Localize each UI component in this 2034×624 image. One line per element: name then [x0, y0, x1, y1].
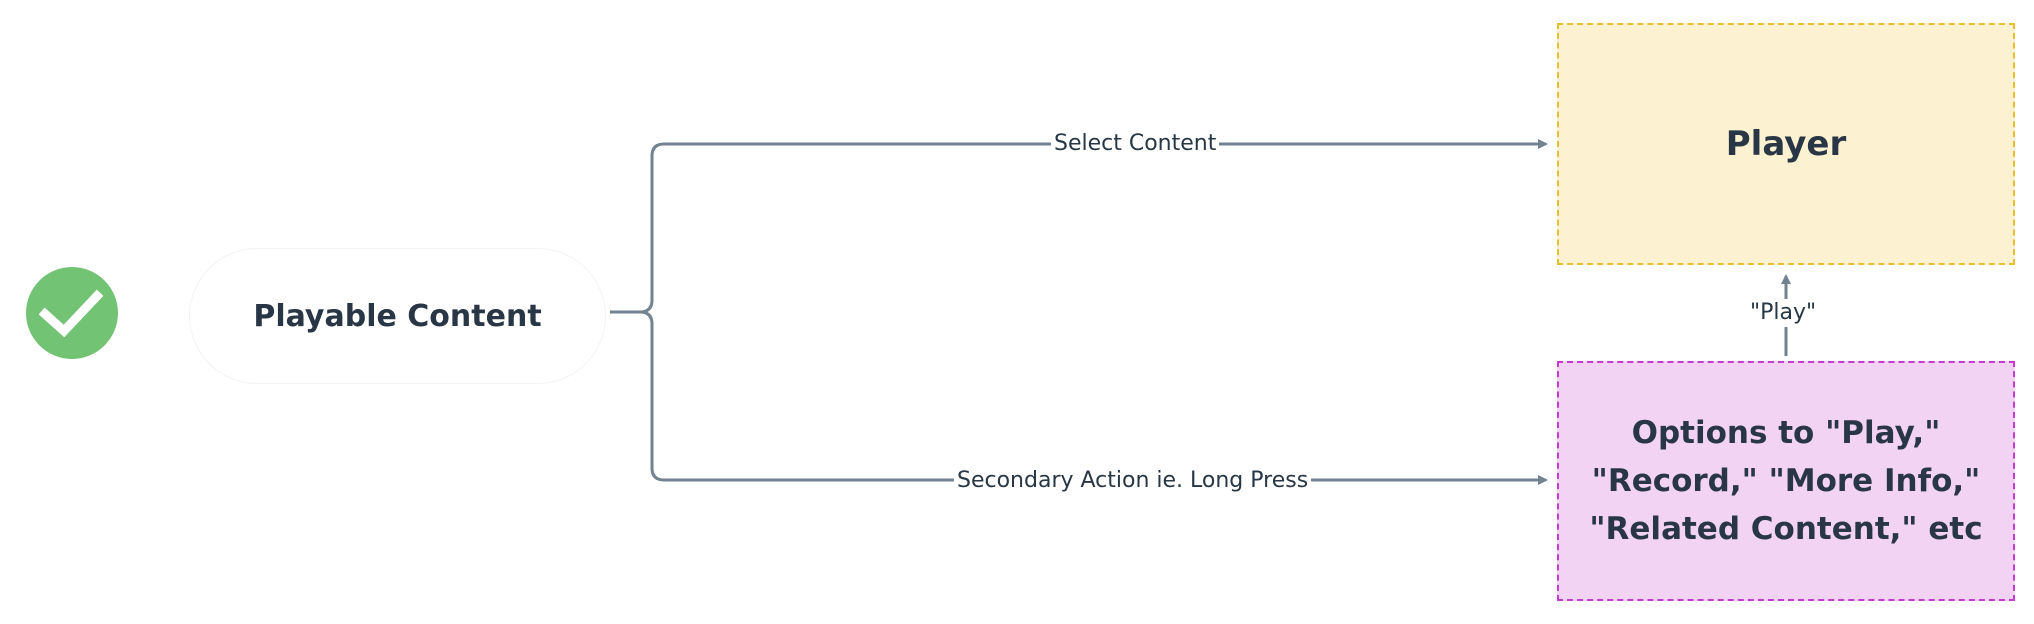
node-options-label: Options to "Play," "Record," "More Info,…: [1589, 415, 1983, 547]
edge-select-content: [610, 139, 1548, 314]
edge-secondary-action: [610, 310, 1548, 485]
node-player: Player: [1557, 23, 2015, 265]
node-playable-content: Playable Content: [190, 249, 605, 383]
node-playable-content-label: Playable Content: [253, 298, 542, 334]
edge-label-play: "Play": [1748, 299, 1819, 327]
node-player-label: Player: [1725, 124, 1847, 164]
edge-label-secondary-action: Secondary Action ie. Long Press: [954, 467, 1312, 495]
checkmark-icon: [26, 267, 118, 359]
edge-label-select-content: Select Content: [1051, 130, 1220, 158]
node-options: Options to "Play," "Record," "More Info,…: [1557, 361, 2015, 601]
